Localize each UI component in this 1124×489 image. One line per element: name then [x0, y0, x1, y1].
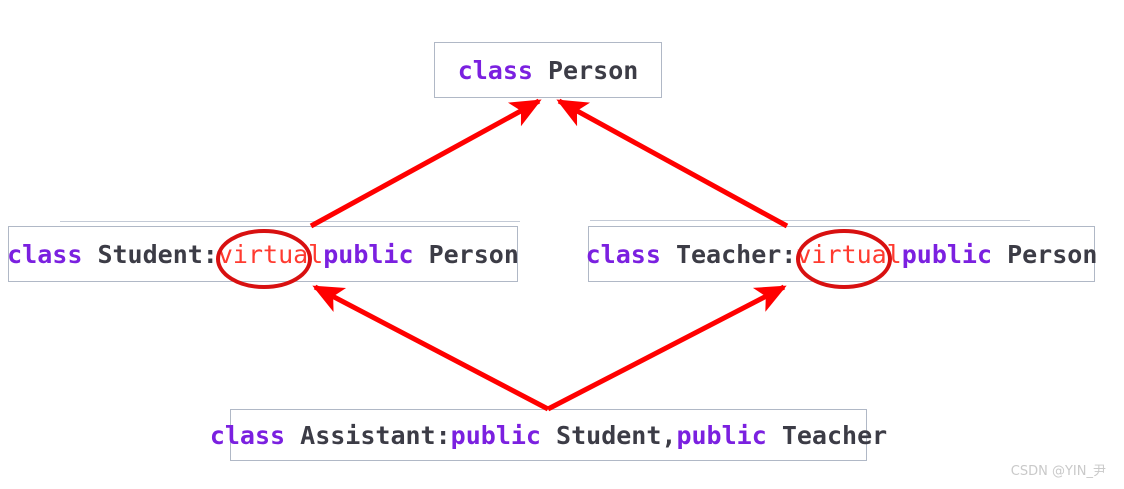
class-box-assistant-text: class Assistant:public Student,public Te…: [210, 423, 887, 448]
keyword-public-student: public: [323, 239, 414, 269]
identifier-base-student: Student,: [540, 420, 677, 450]
keyword-class: class: [209, 420, 286, 450]
keyword-public-teacher: public: [676, 420, 767, 450]
artifact-line-student: [60, 221, 520, 222]
identifier-base-person-teacher: Person: [992, 239, 1098, 269]
identifier-assistant: Assistant:: [285, 420, 451, 450]
identifier-base-person-student: Person: [413, 239, 519, 269]
artifact-line-teacher: [590, 220, 1030, 221]
arrow-assistant-to-teacher: [546, 284, 787, 412]
identifier-student: Student:: [82, 239, 218, 269]
keyword-class: class: [7, 239, 83, 269]
keyword-public-teacher: public: [901, 239, 993, 269]
identifier-base-teacher: Teacher: [766, 420, 888, 450]
class-box-student[interactable]: class Student:virtualpublic Person: [7, 226, 519, 282]
arrow-student-to-person: [309, 98, 542, 229]
class-box-student-text: class Student:virtualpublic Person: [7, 242, 519, 267]
identifier-person: Person: [532, 55, 639, 85]
arrow-teacher-to-person: [556, 98, 789, 229]
class-box-person-text: class Person: [458, 58, 639, 83]
class-box-person[interactable]: class Person: [434, 42, 662, 98]
identifier-teacher: Teacher:: [660, 239, 797, 269]
keyword-virtual-student: virtual: [217, 239, 324, 269]
keyword-virtual-teacher: virtual: [796, 239, 902, 269]
arrow-assistant-to-student: [312, 284, 550, 412]
keyword-class: class: [585, 239, 661, 269]
class-box-teacher-text: class Teacher:virtualpublic Person: [586, 242, 1098, 267]
watermark: CSDN @YIN_尹: [1010, 464, 1106, 479]
class-box-assistant[interactable]: class Assistant:public Student,public Te…: [210, 409, 887, 461]
keyword-public-student: public: [450, 420, 541, 450]
keyword-class: class: [457, 55, 533, 85]
class-box-teacher[interactable]: class Teacher:virtualpublic Person: [586, 226, 1098, 282]
